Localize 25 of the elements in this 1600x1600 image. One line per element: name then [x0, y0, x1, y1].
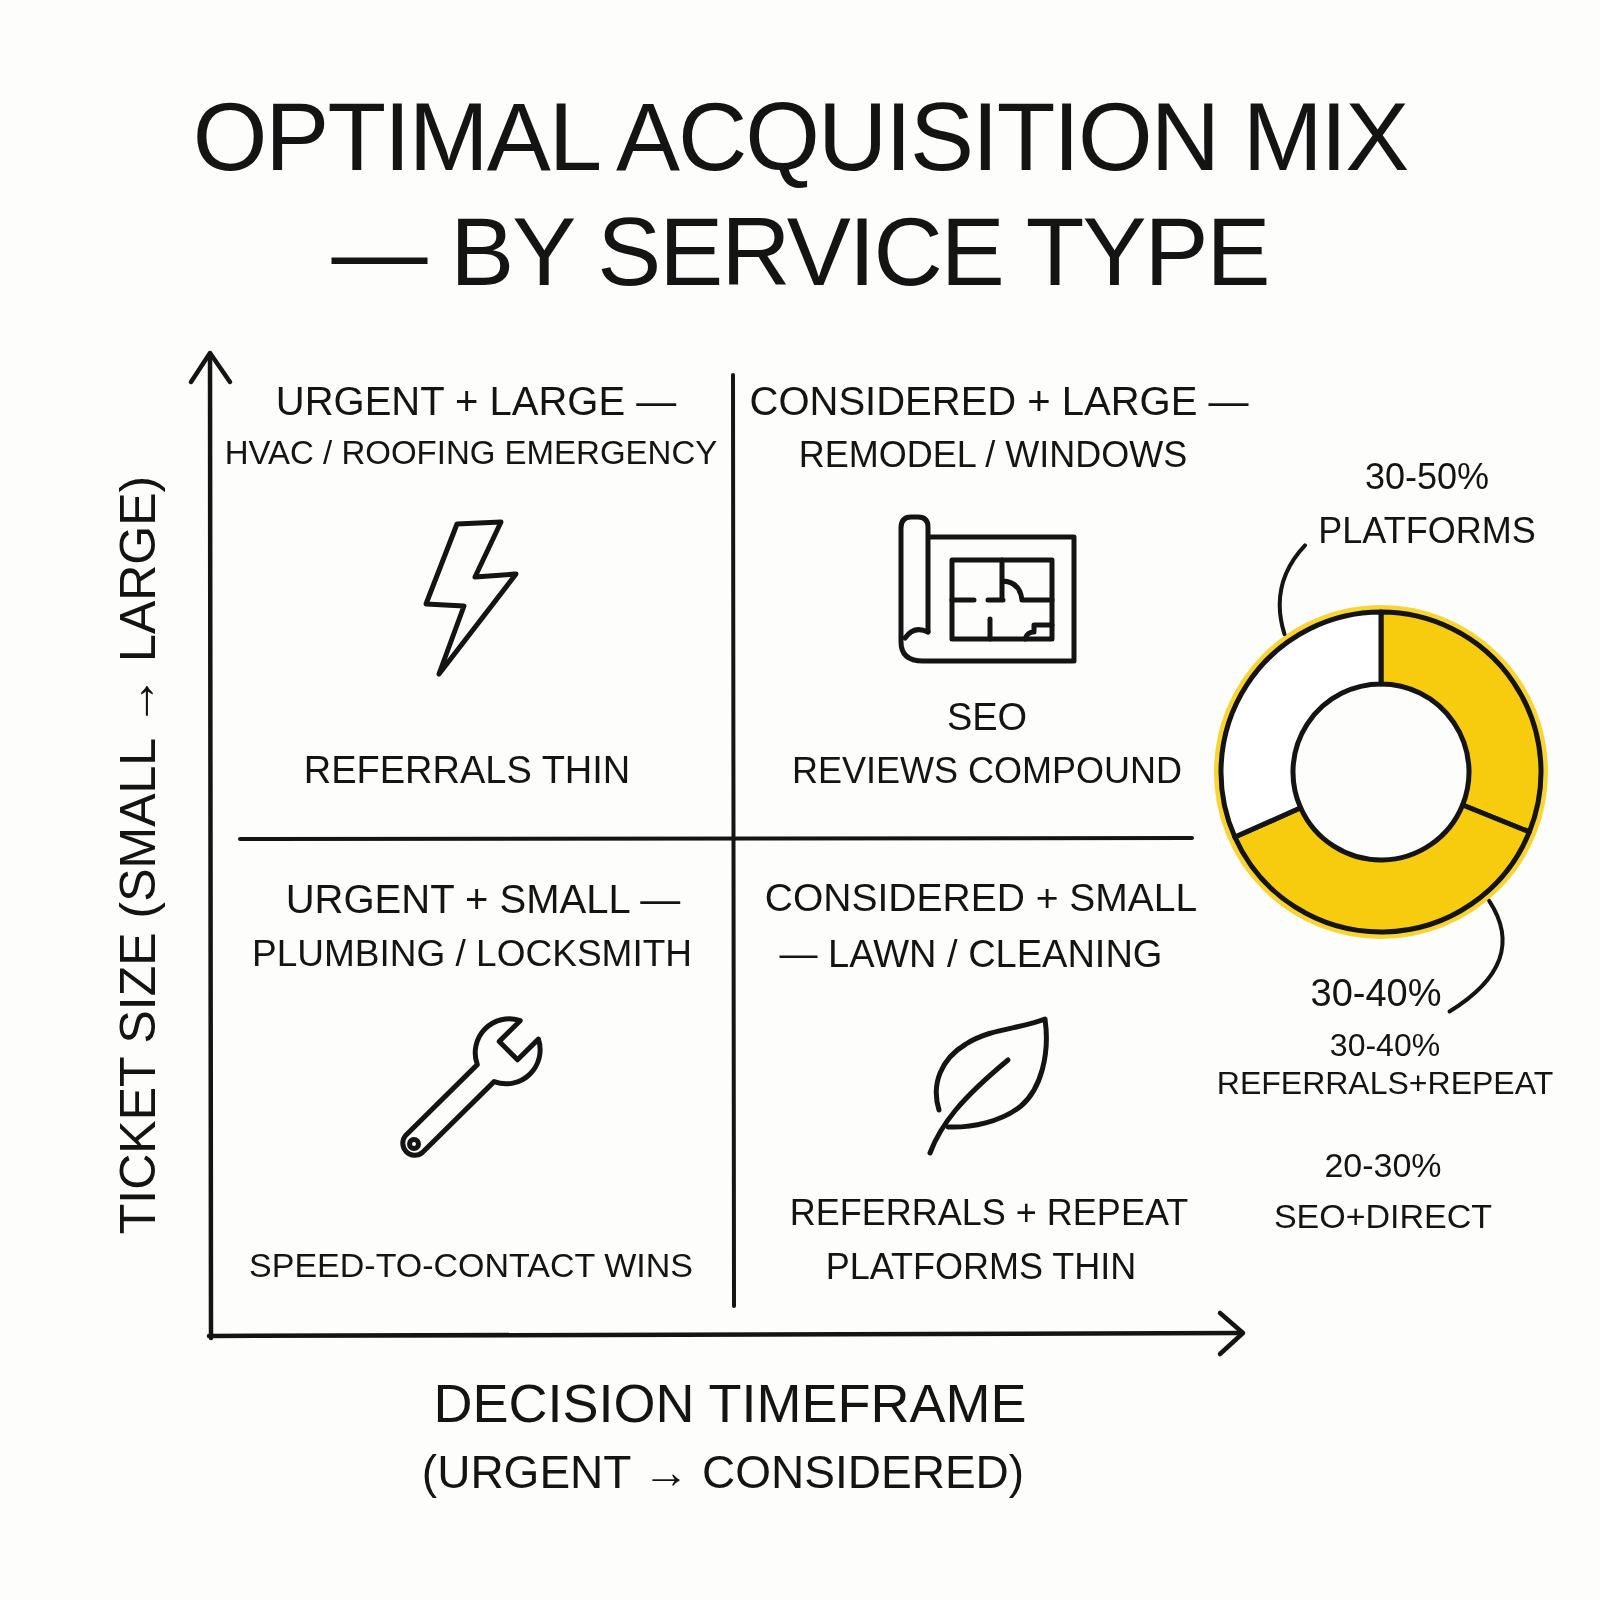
- quadrant-subheading: REMODEL / WINDOWS: [798, 433, 1188, 475]
- callout-label: 30-50% PLATFORMS: [1317, 455, 1537, 554]
- axis-label: TICKET SIZE (SMALL → LARGE): [110, 475, 168, 1235]
- quadrant-subheading: HVAC / ROOFING EMERGENCY: [224, 434, 718, 473]
- quadrant-note: REFERRALS + REPEAT: [789, 1191, 1189, 1233]
- share-label: 20-30% SEO+DIRECT: [1272, 1145, 1494, 1238]
- diagram-title: OPTIMAL ACQUISITION MIX — BY SERVICE TYPE: [191, 82, 1409, 307]
- quadrant-note: SPEED-TO-CONTACT WINS: [249, 1246, 693, 1286]
- axis-label: (URGENT → CONSIDERED): [421, 1445, 1025, 1499]
- leader-line: [1447, 898, 1505, 1014]
- donut-ring: [1211, 602, 1551, 942]
- share-label: 30-40% REFERRALS+REPEAT: [1215, 1025, 1555, 1103]
- axis-label: DECISION TIMEFRAME: [433, 1371, 1027, 1434]
- quadrant-heading: URGENT + SMALL —: [285, 875, 681, 922]
- quadrant-heading: CONSIDERED + SMALL: [764, 876, 1198, 921]
- quadrant-subheading: — LAWN / CLEANING: [779, 933, 1163, 977]
- callout-label: 30-40%: [1310, 972, 1442, 1016]
- leader-line: [1277, 543, 1307, 637]
- quadrant-subheading: PLUMBING / LOCKSMITH: [252, 933, 692, 976]
- quadrant-note: SEO: [946, 696, 1028, 740]
- quadrant-heading: URGENT + LARGE —: [275, 377, 677, 424]
- quadrant-note: PLATFORMS THIN: [825, 1245, 1137, 1287]
- quadrant-note: REFERRALS THIN: [303, 749, 631, 793]
- quadrant-note: REVIEWS COMPOUND: [792, 749, 1182, 791]
- quadrant-heading: CONSIDERED + LARGE —: [749, 377, 1249, 424]
